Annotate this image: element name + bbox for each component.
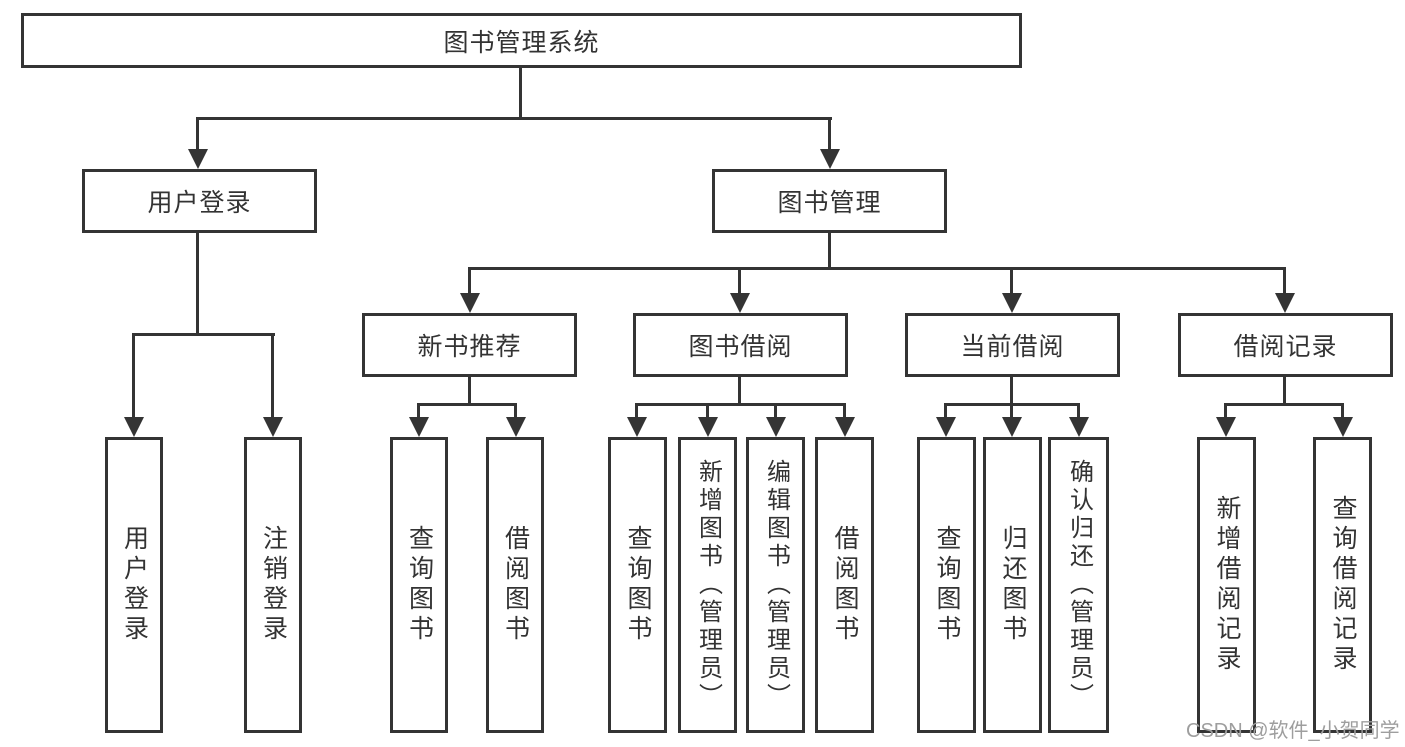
arrow-down-icon [188,149,208,169]
arrow-down-icon [409,417,429,437]
arrow-down-icon [1002,293,1022,313]
leaf-query-books-current: 查询图书 [917,437,976,733]
arrow-down-icon [730,293,750,313]
arrow-down-icon [506,417,526,437]
connector [514,403,517,419]
node-current-borrowing: 当前借阅 [905,313,1120,377]
connector [468,267,471,295]
leaf-edit-books-admin: 编辑图书（管理员） [746,437,805,733]
connector [706,403,709,419]
leaf-borrow-books: 借阅图书 [815,437,874,733]
node-label: 查询借阅记录 [1329,495,1357,675]
node-user-login: 用户登录 [82,169,317,233]
leaf-borrow-books-recommend: 借阅图书 [486,437,544,733]
connector [635,403,846,406]
node-label: 新增图书（管理员） [694,459,722,711]
leaf-logout: 注销登录 [244,437,302,733]
arrow-down-icon [820,149,840,169]
watermark: CSDN @软件_小贺同学 [1186,720,1400,742]
node-label: 当前借阅 [960,333,1065,361]
node-label: 图书借阅 [688,333,793,361]
arrow-down-icon [1275,293,1295,313]
connector [1010,267,1013,295]
leaf-query-books-borrow: 查询图书 [608,437,667,733]
leaf-confirm-return-admin: 确认归还（管理员） [1048,437,1109,733]
connector [1077,403,1080,419]
arrow-down-icon [1069,417,1089,437]
connector [417,403,517,406]
leaf-add-books-admin: 新增图书（管理员） [678,437,737,733]
node-label: 图书管理系统 [443,28,600,57]
connector [843,403,846,419]
node-label: 编辑图书（管理员） [762,459,790,711]
node-label: 注销登录 [259,525,288,645]
connector [1341,403,1344,419]
connector [1283,267,1286,295]
leaf-return-books: 归还图书 [983,437,1042,733]
connector [417,403,420,419]
arrow-down-icon [627,417,647,437]
arrow-down-icon [766,417,786,437]
connector [519,68,522,120]
node-label: 确认归还（管理员） [1065,459,1093,711]
node-library-management-system: 图书管理系统 [21,13,1022,68]
connector [132,333,275,336]
connector [196,117,199,151]
connector [468,377,471,406]
node-label: 借阅记录 [1233,333,1338,361]
node-label: 查询图书 [405,525,434,645]
connector [635,403,638,419]
node-book-management: 图书管理 [712,169,947,233]
leaf-query-books-recommend: 查询图书 [390,437,448,733]
connector [196,117,832,120]
node-label: 借阅图书 [501,525,530,645]
connector [1010,403,1013,419]
connector [468,267,1286,270]
node-label: 图书管理 [777,189,882,217]
connector [738,267,741,295]
arrow-down-icon [936,417,956,437]
connector [1224,403,1344,406]
node-label: 用户登录 [120,525,149,645]
leaf-user-login: 用户登录 [105,437,163,733]
connector [132,333,135,419]
arrow-down-icon [1002,417,1022,437]
connector [774,403,777,419]
node-new-book-recommendation: 新书推荐 [362,313,577,377]
arrow-down-icon [1216,417,1236,437]
node-label: 新增借阅记录 [1213,495,1241,675]
connector [271,333,274,419]
node-label: 归还图书 [999,525,1027,645]
node-label: 借阅图书 [831,525,859,645]
arrow-down-icon [124,417,144,437]
connector [828,233,831,270]
connector [1283,377,1286,406]
arrow-down-icon [263,417,283,437]
arrow-down-icon [835,417,855,437]
node-label: 查询图书 [624,525,652,645]
connector [1010,377,1013,406]
arrow-down-icon [1333,417,1353,437]
connector [1224,403,1227,419]
leaf-add-borrow-record: 新增借阅记录 [1197,437,1256,733]
leaf-query-borrow-record: 查询借阅记录 [1313,437,1372,733]
node-label: 查询图书 [933,525,961,645]
arrow-down-icon [698,417,718,437]
connector [944,403,947,419]
connector [738,377,741,406]
node-label: 新书推荐 [417,333,522,361]
connector [828,117,831,151]
connector [196,233,199,336]
node-borrowing-records: 借阅记录 [1178,313,1393,377]
node-book-borrowing: 图书借阅 [633,313,848,377]
arrow-down-icon [460,293,480,313]
node-label: 用户登录 [147,189,252,217]
